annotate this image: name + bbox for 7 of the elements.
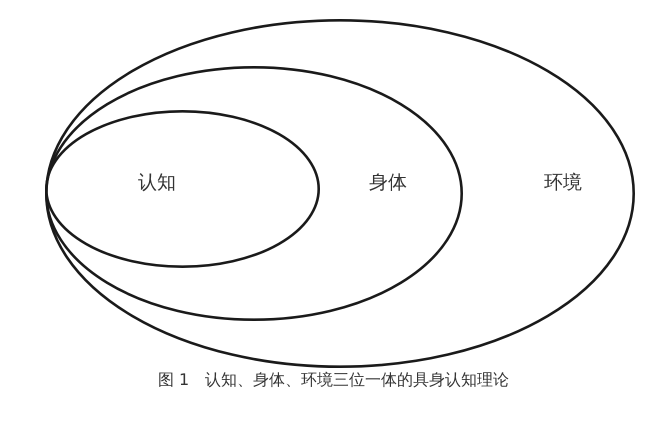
set-label: 环境 bbox=[544, 172, 582, 194]
set-ellipse bbox=[45, 19, 635, 368]
set-label: 身体 bbox=[369, 172, 407, 194]
set-label: 认知 bbox=[138, 172, 176, 194]
figure-caption: 图 1 认知、身体、环境三位一体的具身认知理论 bbox=[158, 370, 510, 389]
set-ellipse bbox=[45, 66, 463, 321]
set-ellipse bbox=[45, 110, 320, 268]
